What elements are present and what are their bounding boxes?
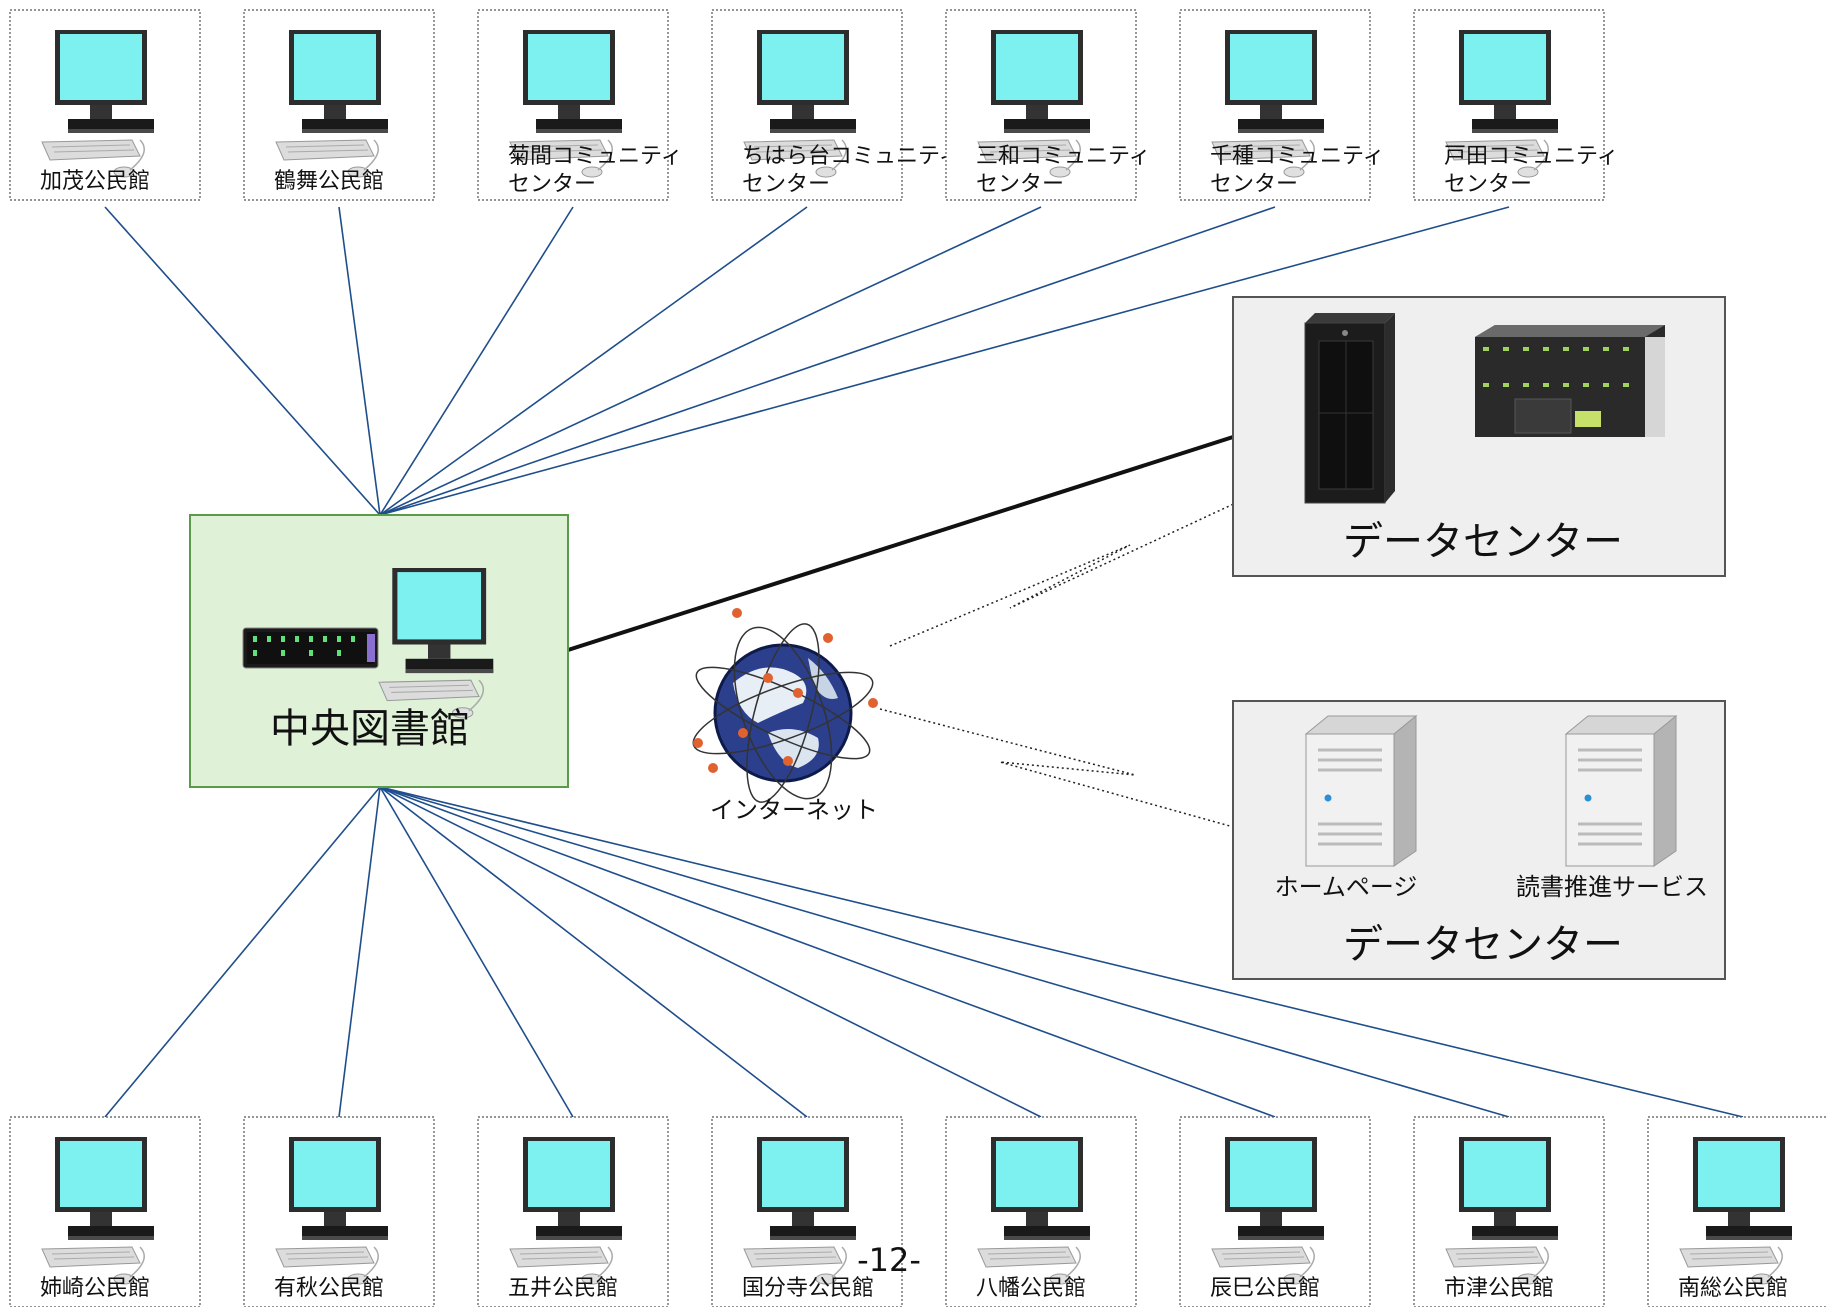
bottom-site-2[interactable]: 五井公民館 [477, 1116, 669, 1307]
top-site-label: 千種コミュニティ [1210, 144, 1385, 169]
central-pc-icon [378, 567, 495, 719]
top-site-label: センター [1210, 172, 1298, 197]
homepage-server-icon [1304, 714, 1418, 868]
desktop-pc-icon [41, 1136, 155, 1285]
top-site-label: 三和コミュニティ [976, 144, 1151, 169]
desktop-pc-icon [1445, 1136, 1559, 1285]
top-site-label: 菊間コミュニティ [508, 144, 683, 169]
blade-server-icon [1475, 325, 1665, 437]
bottom-site-label: 南総公民館 [1678, 1276, 1788, 1301]
top-site-label: センター [1444, 172, 1532, 197]
globe-icon [692, 608, 878, 803]
bottom-site-5[interactable]: 辰巳公民館 [1179, 1116, 1371, 1307]
link-line-top [379, 206, 1276, 516]
bottom-site-1[interactable]: 有秋公民館 [243, 1116, 435, 1307]
desktop-pc-icon [1211, 1136, 1325, 1285]
bottom-site-7[interactable]: 南総公民館 [1647, 1116, 1827, 1307]
top-branch-sites: 加茂公民館鶴舞公民館菊間コミュニティセンターちはら台コミュニティセンター三和コミ… [9, 9, 1619, 201]
bottom-site-label: 姉崎公民館 [40, 1276, 150, 1301]
datacenter-bottom-label: データセンター [1343, 922, 1623, 968]
top-site-label: 鶴舞公民館 [274, 169, 384, 194]
internet-link-bottom [879, 708, 1256, 834]
central-library-label: 中央図書館 [270, 706, 470, 752]
top-site-label: ちはら台コミュニティ [742, 144, 961, 169]
desktop-pc-icon [275, 29, 389, 178]
top-site-label: 戸田コミュニティ [1444, 144, 1619, 169]
bottom-site-label: 国分寺公民館 [742, 1276, 874, 1301]
link-line-bottom [379, 786, 1744, 1118]
homepage-server-label: ホームページ [1275, 873, 1418, 901]
internet-links [879, 493, 1256, 834]
link-line-bottom [379, 786, 1042, 1118]
link-line-bottom [379, 786, 1276, 1118]
bottom-site-label: 市津公民館 [1444, 1276, 1554, 1301]
link-line-bottom [379, 786, 1510, 1118]
link-line-top [104, 206, 381, 516]
link-line-top [338, 206, 381, 516]
top-site-label: 加茂公民館 [40, 169, 150, 194]
internet-label: インターネット [710, 796, 878, 824]
internet-node: インターネット [692, 608, 878, 824]
desktop-pc-icon [41, 29, 155, 178]
link-line-bottom [338, 786, 381, 1118]
bottom-site-label: 辰巳公民館 [1210, 1276, 1320, 1301]
server-rack-cabinet-icon [1304, 313, 1395, 504]
reading-service-server-icon [1564, 714, 1678, 868]
link-line-bottom [379, 786, 574, 1118]
link-line-bottom [379, 786, 808, 1118]
datacenter-top-label: データセンター [1343, 519, 1623, 565]
top-site-1[interactable]: 鶴舞公民館 [243, 9, 435, 201]
bottom-site-3[interactable]: 国分寺公民館 [711, 1116, 903, 1307]
bottom-site-label: 八幡公民館 [976, 1276, 1086, 1301]
link-line-top [379, 206, 574, 516]
central-library[interactable]: 中央図書館 [189, 514, 569, 788]
desktop-pc-icon [509, 1136, 623, 1285]
reading-service-server-label: 読書推進サービス [1516, 873, 1708, 901]
top-site-0[interactable]: 加茂公民館 [9, 9, 201, 201]
desktop-pc-icon [743, 1136, 857, 1285]
bottom-site-4[interactable]: 八幡公民館 [945, 1116, 1137, 1307]
desktop-pc-icon [977, 1136, 1091, 1285]
bottom-site-label: 有秋公民館 [274, 1276, 384, 1301]
central-rack-icon [242, 627, 379, 669]
link-line-bottom [104, 786, 381, 1118]
top-site-label: センター [508, 172, 596, 197]
bottom-site-label: 五井公民館 [508, 1276, 618, 1301]
top-site-label: センター [742, 172, 830, 197]
desktop-pc-icon [275, 1136, 389, 1285]
datacenter-top[interactable]: データセンター [1232, 296, 1726, 577]
link-line-top [379, 206, 1510, 516]
bottom-branch-sites: 姉崎公民館 有秋公民館 五井公民館 国分寺公民館 八幡公民館 辰巳公民館 市津公民館 南総公民… [9, 1116, 1827, 1307]
link-line-top [379, 206, 808, 516]
bottom-site-6[interactable]: 市津公民館 [1413, 1116, 1605, 1307]
connection-lines [104, 206, 1744, 1118]
top-site-label: センター [976, 172, 1064, 197]
internet-link-top [889, 493, 1256, 647]
desktop-pc-icon [1679, 1136, 1793, 1285]
bottom-site-0[interactable]: 姉崎公民館 [9, 1116, 201, 1307]
page-number: -12- [857, 1241, 921, 1279]
datacenter-bottom[interactable]: ホームページ 読書推進サービス データセンター [1232, 700, 1726, 980]
dedicated-line [567, 435, 1234, 652]
link-line-top [379, 206, 1042, 516]
